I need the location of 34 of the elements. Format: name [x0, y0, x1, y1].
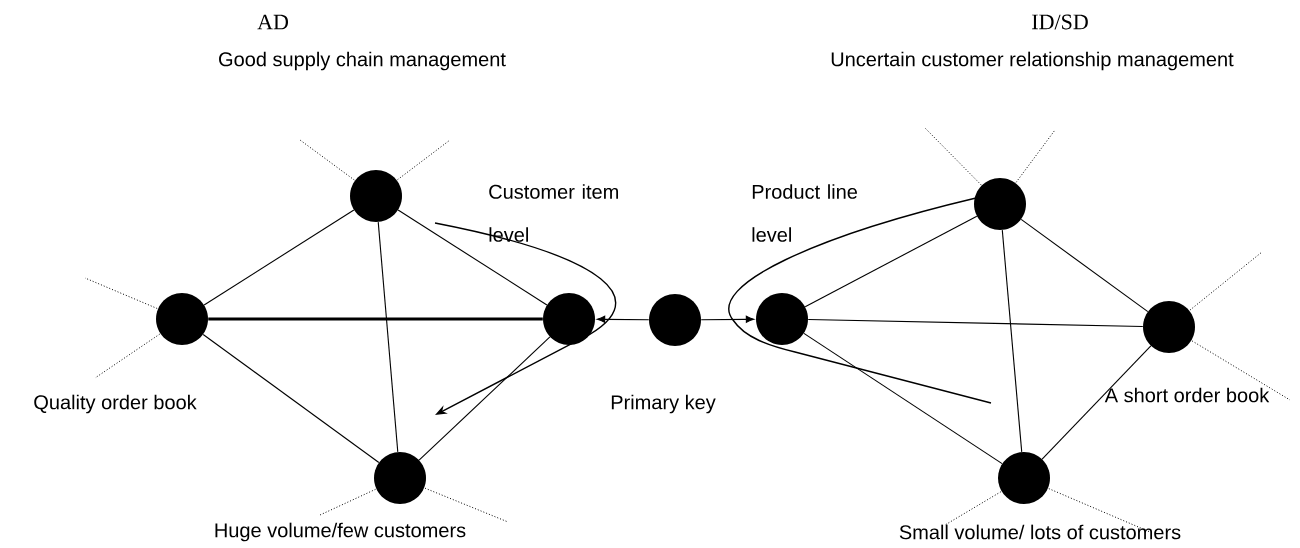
- connector: [1041, 345, 1152, 460]
- subheading: Good supply chain management: [219, 51, 506, 71]
- circle-node: [649, 294, 701, 346]
- node-caption: Primary key: [611, 394, 716, 414]
- circle-node: [374, 452, 426, 504]
- circle-node: [156, 293, 208, 345]
- connector: [807, 318, 1144, 327]
- connector: [804, 215, 978, 308]
- node-caption: Quality order book: [34, 394, 197, 414]
- circle-node: [543, 293, 595, 345]
- heading: ID/SD: [1032, 14, 1088, 30]
- connector: [377, 221, 399, 453]
- circle-node: [1143, 301, 1195, 353]
- node-caption: A short order book: [1104, 387, 1270, 403]
- circle-node: [756, 293, 808, 345]
- connector: [397, 209, 548, 306]
- connector: [203, 209, 355, 306]
- connector: [208, 317, 543, 321]
- node-caption: Huge volume/few customers: [215, 522, 466, 542]
- connector: [803, 332, 1003, 465]
- circle-node: [974, 178, 1026, 230]
- connector: [1001, 229, 1023, 453]
- connector: [700, 315, 755, 323]
- node-caption: Small volume/ lots of customers: [899, 524, 1181, 540]
- circle-node: [998, 452, 1050, 504]
- connector: [1020, 218, 1149, 313]
- curve-label: Product line level: [752, 184, 857, 242]
- connector: [418, 336, 551, 461]
- connector: [596, 315, 650, 323]
- curve-label: Customer item level: [489, 184, 618, 242]
- connector: [202, 333, 380, 464]
- heading: AD: [257, 14, 288, 30]
- subheading: Uncertain customer relationship management: [831, 51, 1234, 71]
- circle-node: [350, 170, 402, 222]
